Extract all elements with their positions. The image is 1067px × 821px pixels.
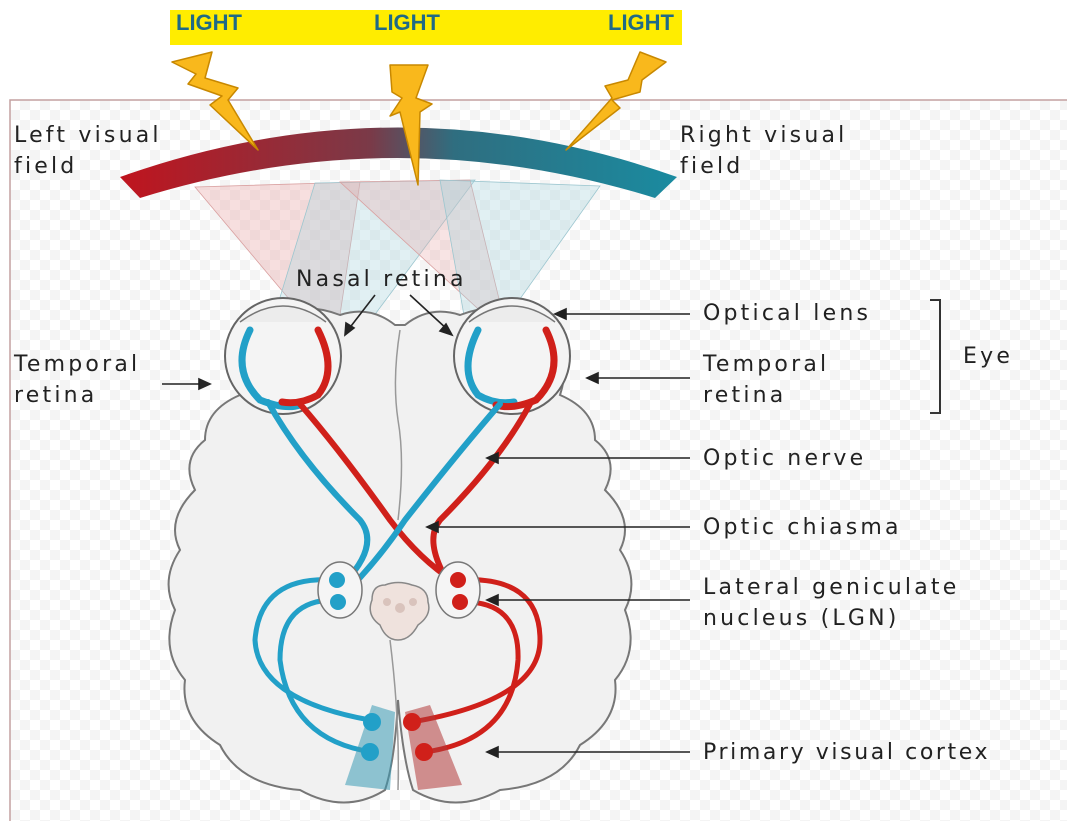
temporal-retina-left-line2: retina xyxy=(14,380,140,411)
left-visual-field-line1: Left visual xyxy=(14,120,162,151)
eye-label: Eye xyxy=(963,341,1013,372)
left-visual-field-line2: field xyxy=(14,151,162,182)
lgn-line1: Lateral geniculate xyxy=(703,572,959,603)
temporal-retina-left-line1: Temporal xyxy=(14,349,140,380)
left-visual-field-label: Left visual field xyxy=(14,120,162,182)
right-visual-field-label: Right visual field xyxy=(680,120,847,182)
primary-visual-cortex-label: Primary visual cortex xyxy=(703,737,990,768)
temporal-retina-right-line2: retina xyxy=(703,380,829,411)
right-visual-field-line1: Right visual xyxy=(680,120,847,151)
temporal-retina-right-label: Temporal retina xyxy=(703,349,829,411)
optic-nerve-label: Optic nerve xyxy=(703,443,866,474)
optic-chiasma-label: Optic chiasma xyxy=(703,512,902,543)
light-label-right: LIGHT xyxy=(608,10,674,36)
optical-lens-label: Optical lens xyxy=(703,298,871,329)
temporal-retina-left-label: Temporal retina xyxy=(14,349,140,411)
light-label-left: LIGHT xyxy=(176,10,242,36)
temporal-retina-right-line1: Temporal xyxy=(703,349,829,380)
right-visual-field-line2: field xyxy=(680,151,847,182)
lgn-line2: nucleus (LGN) xyxy=(703,603,959,634)
nasal-retina-label: Nasal retina xyxy=(296,264,467,295)
light-label-center: LIGHT xyxy=(374,10,440,36)
lgn-label: Lateral geniculate nucleus (LGN) xyxy=(703,572,959,634)
